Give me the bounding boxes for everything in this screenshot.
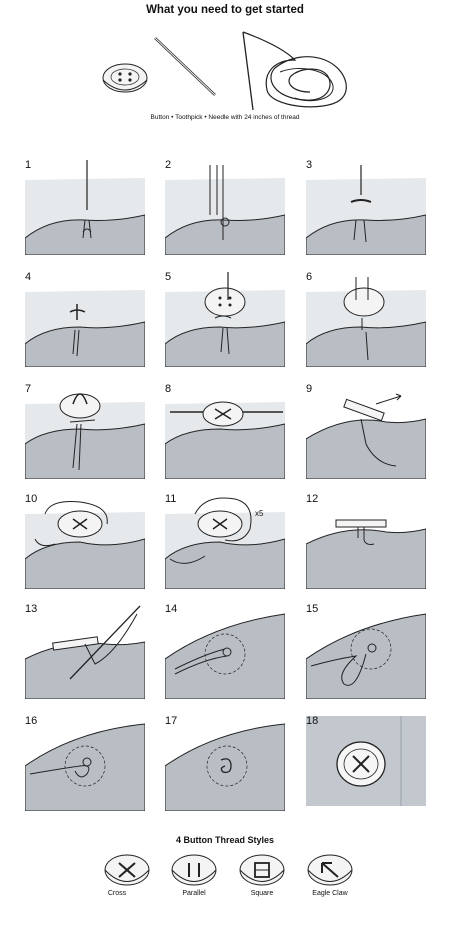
step-number: 6 <box>306 271 313 283</box>
step-number: 12 <box>306 493 319 505</box>
step-number: 16 <box>25 715 38 727</box>
styles-title: 4 Button Thread Styles <box>175 835 274 845</box>
needle-thread-icon <box>242 31 347 111</box>
step-10-panel: 10 <box>25 494 145 589</box>
repeat-note: x5 <box>255 509 264 518</box>
step-number: 9 <box>306 383 313 395</box>
step-14-panel: 14 <box>165 604 285 699</box>
toothpick-icon <box>154 37 216 96</box>
step-16-panel: 16 <box>25 716 145 811</box>
step-12-panel: 12 <box>306 494 426 589</box>
step-number: 8 <box>165 383 172 395</box>
step-13-panel: 13 <box>25 604 145 699</box>
step-11-panel: x5 11 <box>165 494 285 589</box>
step-7-panel: 7 <box>25 384 145 479</box>
button-supply-icon <box>102 63 148 93</box>
supplies-illustration <box>102 31 347 111</box>
step-number: 11 <box>165 493 177 505</box>
supplies-caption: Button • Toothpick • Needle with 24 inch… <box>150 114 300 121</box>
step-number: 3 <box>306 159 313 171</box>
step-6-panel: 6 <box>306 272 426 367</box>
style-label-square: Square <box>250 890 274 897</box>
step-number: 7 <box>25 383 32 395</box>
step-number: 18 <box>306 715 319 727</box>
step-18-panel: 18 <box>306 716 426 811</box>
step-number: 17 <box>165 715 178 727</box>
parallel-style-icon <box>171 854 217 886</box>
style-label-eagle-claw: Eagle Claw <box>312 890 348 897</box>
step-number: 14 <box>165 603 178 615</box>
cross-style-icon <box>104 854 150 886</box>
step-number: 2 <box>165 159 172 171</box>
step-9-panel: 9 <box>306 384 426 479</box>
step-1-panel: 1 <box>25 160 145 255</box>
style-label-parallel: Parallel <box>182 890 206 897</box>
step-4-panel: 4 <box>25 272 145 367</box>
step-number: 15 <box>306 603 319 615</box>
step-15-panel: 15 <box>306 604 426 699</box>
step-8-panel: 8 <box>165 384 285 479</box>
style-label-cross: Cross <box>107 890 127 897</box>
page-title: What you need to get started <box>146 4 304 16</box>
eagle-claw-style-icon <box>307 854 353 886</box>
step-number: 4 <box>25 271 32 283</box>
step-number: 10 <box>25 493 38 505</box>
step-number: 5 <box>165 271 172 283</box>
step-number: 13 <box>25 603 38 615</box>
step-number: 1 <box>25 159 32 171</box>
step-3-panel: 3 <box>306 160 426 255</box>
square-style-icon <box>239 854 285 886</box>
step-5-panel: 5 <box>165 272 285 367</box>
step-2-panel: 2 <box>165 160 285 255</box>
step-17-panel: 17 <box>165 716 285 811</box>
